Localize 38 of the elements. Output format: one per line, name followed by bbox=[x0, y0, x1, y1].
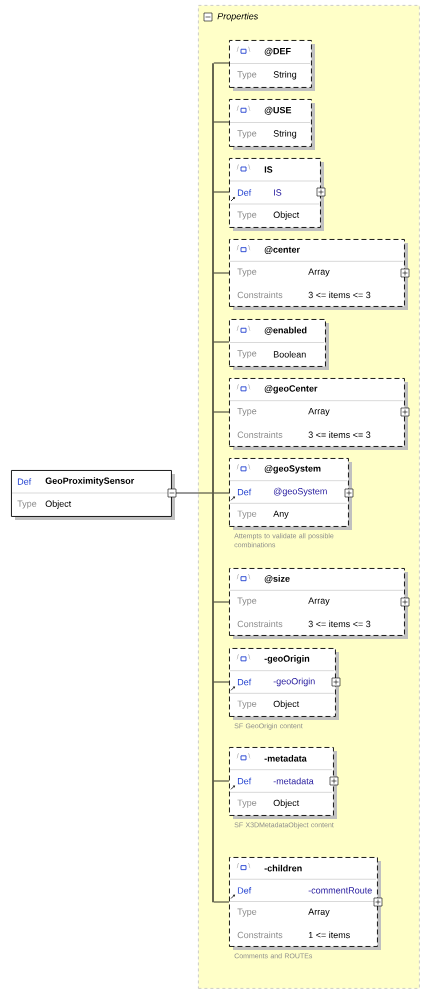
field-label: Constraints bbox=[237, 620, 283, 628]
connector bbox=[175, 492, 213, 494]
field-value: IS bbox=[274, 189, 282, 196]
element-name: @geoCenter bbox=[264, 385, 318, 394]
field-label: Type bbox=[237, 510, 257, 519]
field-label: Type bbox=[237, 597, 257, 606]
field-label: Constraints bbox=[237, 431, 283, 438]
connector bbox=[213, 341, 230, 343]
field-value: Object bbox=[273, 211, 300, 220]
field-value: Array bbox=[308, 407, 330, 417]
connector bbox=[213, 411, 230, 413]
connector bbox=[213, 272, 230, 274]
connector bbox=[213, 601, 230, 603]
field-label: Def bbox=[237, 488, 252, 496]
connector bbox=[213, 62, 230, 64]
group-title: Properties bbox=[217, 12, 259, 22]
connector bbox=[213, 901, 230, 903]
element-name: IS bbox=[264, 166, 273, 173]
field-label: Type bbox=[237, 268, 257, 277]
field-value: @geoSystem bbox=[273, 487, 327, 497]
field-label: Def bbox=[237, 189, 252, 196]
element-name: @size bbox=[264, 575, 290, 584]
field-label: Type bbox=[237, 407, 257, 417]
connector bbox=[213, 121, 230, 123]
field-value: Array bbox=[308, 268, 330, 277]
element-name: @center bbox=[264, 246, 300, 255]
field-value: 3 <= items <= 3 bbox=[308, 620, 371, 628]
connector bbox=[213, 191, 230, 193]
field-label: Type bbox=[237, 211, 257, 220]
field-value: Any bbox=[273, 510, 289, 519]
connector bbox=[213, 492, 230, 494]
element-name: @geoSystem bbox=[264, 465, 321, 474]
connector bbox=[213, 780, 230, 782]
field-value: 3 <= items <= 3 bbox=[308, 431, 371, 438]
field-value: Array bbox=[308, 597, 330, 606]
field-label: Constraints bbox=[237, 291, 283, 299]
field-value: 3 <= items <= 3 bbox=[308, 291, 371, 299]
connector bbox=[213, 681, 230, 683]
